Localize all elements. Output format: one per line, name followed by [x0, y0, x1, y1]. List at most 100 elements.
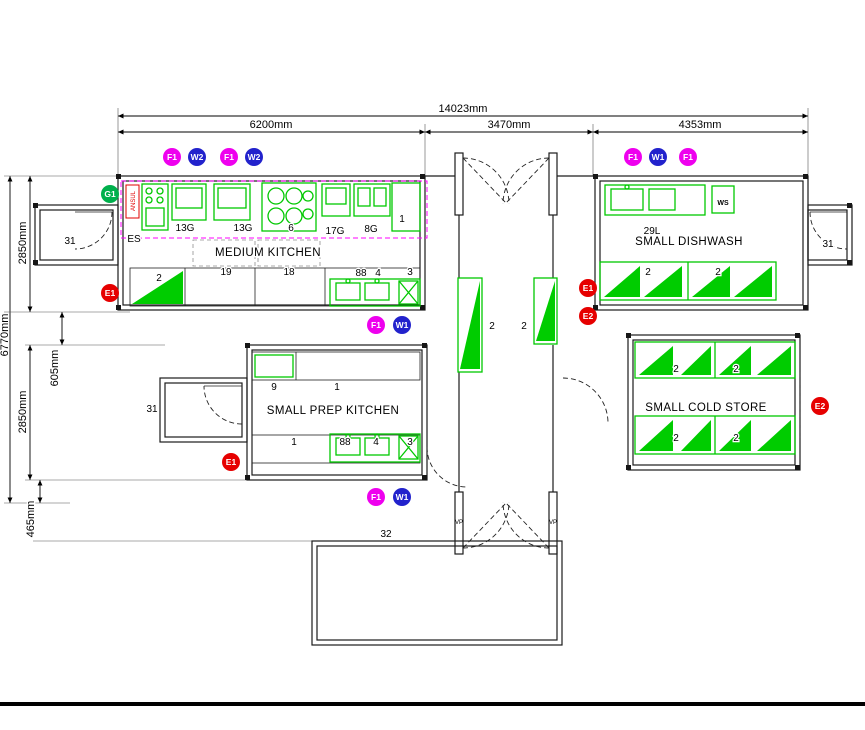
dishwash-shelves	[599, 261, 777, 301]
prep-unit-9	[254, 354, 294, 378]
dim-left-width: 6200mm	[250, 119, 293, 131]
label-1-kitchen: 1	[399, 214, 405, 225]
dishwash-equipment	[604, 184, 735, 216]
label-31-right: 31	[822, 239, 834, 250]
dim-overall-width: 14023mm	[439, 103, 488, 115]
label-8g: 8G	[364, 224, 378, 235]
label-32: 32	[380, 529, 392, 540]
undercounter-unit-19	[192, 239, 256, 267]
ansul-boundary	[120, 180, 428, 239]
room-small-cold-store: SMALL COLD STORE	[645, 402, 766, 414]
svg-text:E1: E1	[226, 457, 237, 467]
badge-f1-6: F1	[367, 488, 385, 506]
coldstore-shelves	[634, 341, 796, 455]
svg-text:W2: W2	[248, 152, 261, 162]
label-mid-panel-a: 2	[489, 321, 495, 332]
label-6: 6	[288, 223, 294, 234]
svg-text:W1: W1	[652, 152, 665, 162]
label-pk-9: 9	[271, 382, 277, 393]
svg-text:W1: W1	[396, 320, 409, 330]
label-cs-a: 2	[673, 364, 679, 375]
ansul-box	[125, 184, 140, 219]
dim-lower-module-height: 2850mm	[17, 391, 29, 434]
room-small-prep-kitchen: SMALL PREP KITCHEN	[267, 405, 399, 417]
dim-overall-height: 6770mm	[0, 314, 11, 357]
svg-text:E1: E1	[583, 283, 594, 293]
label-pk-1-top: 1	[334, 382, 340, 393]
badge-e1-1: E1	[101, 284, 119, 302]
label-pk-4: 4	[373, 437, 379, 448]
dim-bottom-offset: 465mm	[25, 501, 37, 538]
badge-e2-2: E2	[811, 397, 829, 415]
module-walls	[34, 152, 853, 646]
label-es: ES	[127, 234, 141, 245]
label-pk-3: 3	[407, 437, 413, 448]
label-mid-panel-b: 2	[521, 321, 527, 332]
svg-text:E1: E1	[105, 288, 116, 298]
label-31-prep: 31	[146, 404, 158, 415]
label-pk-1-bottom: 1	[291, 437, 297, 448]
svg-text:E2: E2	[583, 311, 594, 321]
badge-g1: G1	[101, 185, 119, 203]
svg-text:F1: F1	[167, 152, 177, 162]
svg-text:G1: G1	[104, 189, 116, 199]
badge-w1-2: W1	[393, 316, 411, 334]
badge-f1-4: F1	[679, 148, 697, 166]
door-leaves	[75, 211, 847, 387]
svg-text:W2: W2	[191, 152, 204, 162]
svg-text:F1: F1	[371, 320, 381, 330]
dimension-lines	[4, 108, 809, 542]
label-17g: 17G	[326, 226, 345, 237]
undercounter-unit-18	[257, 239, 321, 267]
label-counter-2: 2	[156, 273, 162, 284]
badge-e1-3: E1	[222, 453, 240, 471]
svg-text:F1: F1	[628, 152, 638, 162]
corridor-panels	[457, 277, 558, 373]
label-cs-c: 2	[673, 433, 679, 444]
badge-e1-2: E1	[579, 279, 597, 297]
badge-w2-2: W2	[245, 148, 263, 166]
label-13g-a: 13G	[176, 223, 195, 234]
room-medium-kitchen: MEDIUM KITCHEN	[215, 247, 321, 259]
badge-f1-5: F1	[367, 316, 385, 334]
label-dw-shelf-b: 2	[715, 267, 721, 278]
sheet-border	[0, 702, 865, 706]
label-vp-b: VP	[549, 520, 557, 526]
corner-posts	[33, 174, 852, 480]
label-13g-b: 13G	[234, 223, 253, 234]
label-dw-shelf-a: 2	[645, 267, 651, 278]
label-counter-18: 18	[283, 267, 295, 278]
prep-sink-unit	[329, 433, 421, 463]
room-labels: MEDIUM KITCHEN SMALL DISHWASH SMALL PREP…	[214, 235, 768, 419]
dim-module-gap: 605mm	[49, 350, 61, 387]
dim-top-module-height: 2850mm	[17, 222, 29, 265]
label-vp-a: VP	[455, 520, 463, 526]
door-swings	[74, 157, 848, 549]
badge-w2-1: W2	[188, 148, 206, 166]
label-counter-4: 4	[375, 268, 381, 279]
label-counter-3: 3	[407, 267, 413, 278]
svg-text:F1: F1	[224, 152, 234, 162]
svg-text:W1: W1	[396, 492, 409, 502]
badge-f1-3: F1	[624, 148, 642, 166]
kitchen-sink-unit	[329, 278, 421, 307]
kitchen-shelf-hatch	[132, 271, 183, 304]
label-29l: 29L	[644, 226, 661, 237]
ansul-label: ANSUL	[131, 190, 137, 211]
svg-text:F1: F1	[683, 152, 693, 162]
svg-text:F1: F1	[371, 492, 381, 502]
svg-text:E2: E2	[815, 401, 826, 411]
label-counter-19: 19	[220, 267, 232, 278]
label-pk-88: 88	[339, 437, 351, 448]
dimension-labels: 14023mm 6200mm 3470mm 4353mm 6770mm 2850…	[0, 102, 723, 539]
label-cs-d: 2	[733, 433, 739, 444]
service-badges: F1 W2 F1 W2 F1 W1 F1 G1 E1 F1 W1 E1 E2 E…	[101, 148, 829, 506]
label-31-left: 31	[64, 236, 76, 247]
label-cs-b: 2	[733, 364, 739, 375]
badge-e2-1: E2	[579, 307, 597, 325]
dim-mid-width: 3470mm	[488, 119, 531, 131]
kitchen-equipment	[141, 182, 421, 232]
badge-f1-1: F1	[163, 148, 181, 166]
